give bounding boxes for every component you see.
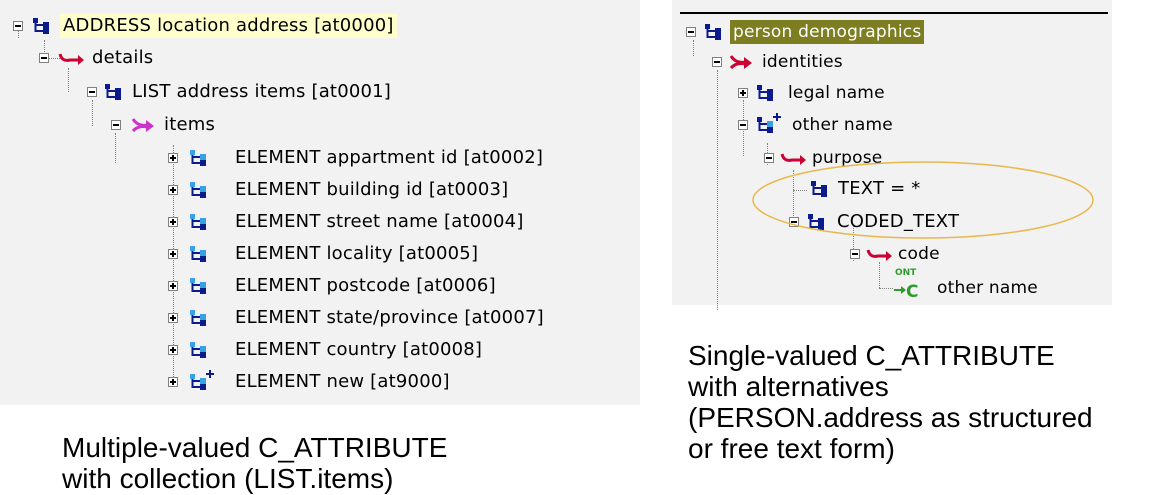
svg-text:C: C [906,282,918,300]
tree-guide [92,100,93,126]
highlight-ellipse [752,161,1094,239]
right-caption-line4: or free text form) [688,433,895,464]
object-node-icon [190,246,206,262]
tree-label: ELEMENT state/province [at0007] [235,307,544,328]
expand-toggle[interactable] [168,153,178,163]
right-panel-top-border [680,12,1108,14]
ont-badge: ONT [895,268,917,278]
tree-label: other name [937,278,1038,298]
tree-label: ELEMENT street name [at0004] [235,211,524,232]
object-node-icon [190,278,206,294]
tree-guide [44,40,45,58]
tree-label: items [164,114,216,135]
expand-toggle[interactable] [168,345,178,355]
tree-guide [173,145,174,377]
attribute-arrow-icon [780,153,806,165]
collapse-toggle[interactable] [87,87,97,97]
tree-label: CODED_TEXT [837,211,960,232]
tree-label: ELEMENT country [at0008] [235,339,483,360]
ontology-code-icon: C [894,282,918,300]
expand-toggle[interactable] [168,313,178,323]
tree-guide [853,225,854,261]
tree-label: ELEMENT appartment id [at0002] [235,147,544,168]
tree-label: code [898,244,940,264]
tree-guide [879,262,880,288]
multiple-attribute-icon [729,55,752,70]
expand-toggle[interactable] [168,217,178,227]
attribute-arrow-icon [866,249,892,261]
object-node-icon [190,182,206,198]
tree-label: ADDRESS location address [at0000] [60,14,397,38]
right-caption-line3: (PERSON.address as structured [688,402,1093,433]
collapse-toggle[interactable] [738,120,748,130]
right-caption-line2: with alternatives [688,371,889,402]
tree-label: ELEMENT building id [at0003] [235,179,509,200]
object-node-icon [705,24,721,40]
tree-guide [44,58,60,59]
tree-label: ELEMENT locality [at0005] [235,243,479,264]
left-caption-line2: with collection (LIST.items) [62,463,394,494]
collapse-toggle[interactable] [712,57,722,67]
expand-toggle[interactable] [168,281,178,291]
tree-guide [879,288,893,289]
right-tree-panel [672,0,1112,305]
tree-guide [793,190,807,191]
object-node-icon [190,150,206,166]
object-node-icon [190,310,206,326]
object-node-plus-icon [190,370,214,390]
object-node-plus-icon [757,113,781,133]
tree-label: TEXT = * [838,178,921,199]
object-node-icon [811,181,827,197]
tree-guide [115,133,116,163]
expand-toggle[interactable] [168,249,178,259]
tree-label: ELEMENT postcode [at0006] [235,275,496,296]
tree-label: identities [762,52,843,72]
object-node-icon [190,342,206,358]
collapse-toggle[interactable] [111,120,121,130]
attribute-arrow-icon [58,53,84,65]
expand-toggle[interactable] [168,377,178,387]
expand-toggle[interactable] [738,88,748,98]
collapse-toggle[interactable] [764,153,774,163]
collapse-toggle[interactable] [850,249,860,259]
object-node-icon [808,214,824,230]
tree-guide [693,40,694,56]
tree-label: other name [792,115,893,135]
collapse-toggle[interactable] [13,21,23,31]
expand-toggle[interactable] [168,185,178,195]
object-node-icon [105,84,121,100]
tree-label: LIST address items [at0001] [132,81,392,102]
tree-label: person demographics [730,20,925,44]
tree-label: purpose [812,148,883,168]
left-caption-line1: Multiple-valued C_ATTRIBUTE [62,432,448,463]
left-tree-panel [0,0,640,405]
tree-label: ELEMENT new [at9000] [235,371,450,392]
tree-guide [717,70,718,310]
tree-label: details [92,47,154,68]
object-node-icon [757,85,773,101]
tree-guide [18,30,19,38]
object-node-icon [190,214,206,230]
collapse-toggle[interactable] [789,217,799,227]
right-caption-line1: Single-valued C_ATTRIBUTE [688,340,1055,371]
multiple-attribute-icon [131,118,154,133]
collapse-toggle[interactable] [686,27,696,37]
tree-guide [793,170,794,222]
tree-label: legal name [788,83,885,103]
collapse-toggle[interactable] [39,53,49,63]
tree-guide [68,68,69,92]
object-node-icon [33,18,49,34]
